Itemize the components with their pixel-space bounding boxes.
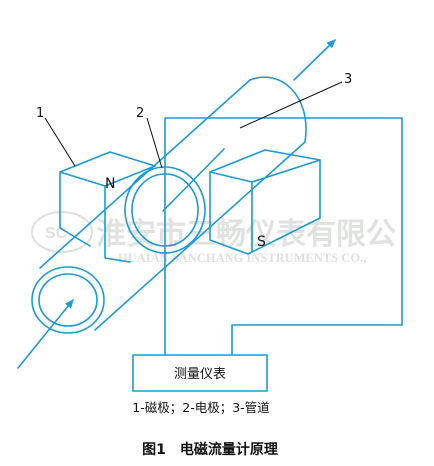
instrument-label: 测量仪表	[174, 367, 226, 382]
magnet-north-front	[59, 171, 91, 247]
instrument-box	[132, 354, 268, 392]
magnet-north-edge	[104, 185, 131, 263]
legend: 1-磁极；2-电极；3-管道	[132, 400, 270, 415]
callout-3-pipe: 3	[344, 72, 352, 87]
figure-caption: 图1 电磁流量计原理	[142, 441, 278, 458]
magnet-north	[59, 151, 156, 263]
flow-arrow-out	[293, 39, 336, 81]
pipe-near-end-outer	[31, 266, 105, 334]
magnet-south-top	[209, 149, 321, 219]
callout-line-pipe	[239, 81, 343, 129]
magnet-north-top	[59, 151, 156, 187]
flow-arrow-through	[162, 148, 225, 212]
flow-arrow-in	[17, 299, 74, 369]
watermark-company-cn: 淮安市三畅仪表有限公	[96, 217, 396, 252]
pipe-near-end-inner	[38, 273, 98, 327]
callout-line-magnet	[44, 117, 76, 167]
callout-1-magnet: 1	[36, 106, 44, 121]
flow-arrows	[17, 39, 336, 369]
magnet-south	[209, 149, 321, 255]
north-pole-label: N	[105, 176, 115, 192]
watermark-company-en: HUAIAN SANCHANG INSTRUMENTS CO.,	[118, 251, 366, 265]
callout-2-electrode: 2	[136, 106, 144, 121]
pipe-far-end	[249, 76, 307, 143]
callout-lines	[44, 81, 343, 169]
magnet-south-front	[209, 171, 321, 255]
wire-top	[164, 117, 403, 356]
pipe-lower-edge	[94, 141, 306, 331]
watermark: SC 淮安市三畅仪表有限公 HUAIAN SANCHANG INSTRUMENT…	[31, 211, 396, 265]
circuit-wires	[164, 117, 403, 356]
callout-line-electrode	[146, 117, 163, 169]
south-pole-label: S	[257, 234, 266, 250]
watermark-logo-ring	[31, 211, 93, 253]
watermark-logo: SC	[45, 225, 68, 242]
